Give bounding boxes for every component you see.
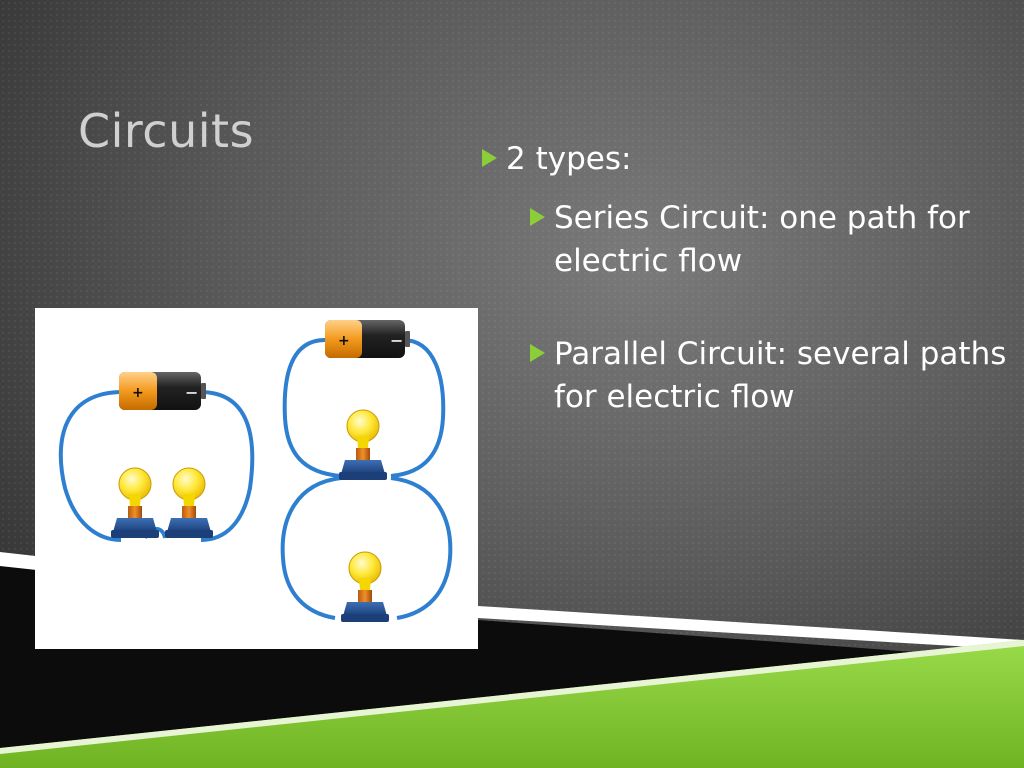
battery-icon: + − — [119, 372, 206, 410]
white-stripe — [0, 552, 1024, 650]
light-bulb-icon — [339, 409, 387, 480]
bullet-text: Parallel Circuit: several paths for elec… — [554, 336, 1007, 415]
series-wire — [199, 390, 255, 542]
bullet-list: 2 types: Series Circuit: one path for el… — [482, 138, 1012, 419]
parallel-wire — [390, 476, 453, 620]
bullet-parallel-circuit: Parallel Circuit: several paths for elec… — [530, 333, 1012, 419]
bullet-arrow-icon — [530, 208, 545, 226]
circuit-illustration: + − + − — [35, 308, 478, 649]
white-edge — [0, 640, 1024, 754]
bullet-text: 2 types: — [506, 141, 632, 177]
battery-icon: + − — [325, 320, 410, 358]
light-bulb-icon — [165, 467, 213, 538]
parallel-wire — [282, 338, 342, 478]
parallel-wire — [280, 476, 342, 620]
bullet-text: Series Circuit: one path for electric fl… — [554, 200, 970, 279]
bullet-arrow-icon — [482, 149, 497, 167]
circuit-diagram: + − + − — [58, 320, 453, 622]
slide-title: Circuits — [78, 104, 255, 158]
bullet-arrow-icon — [530, 344, 545, 362]
parallel-wire — [390, 338, 446, 478]
series-wire — [58, 390, 124, 542]
battery-minus-sign: − — [390, 331, 403, 350]
battery-minus-sign: − — [185, 383, 198, 402]
bullet-series-circuit: Series Circuit: one path for electric fl… — [530, 197, 1012, 283]
battery-plus-sign: + — [132, 385, 144, 401]
battery-plus-sign: + — [338, 333, 350, 349]
light-bulb-icon — [341, 551, 389, 622]
light-bulb-icon — [111, 467, 159, 538]
bullet-types: 2 types: — [482, 138, 1012, 181]
